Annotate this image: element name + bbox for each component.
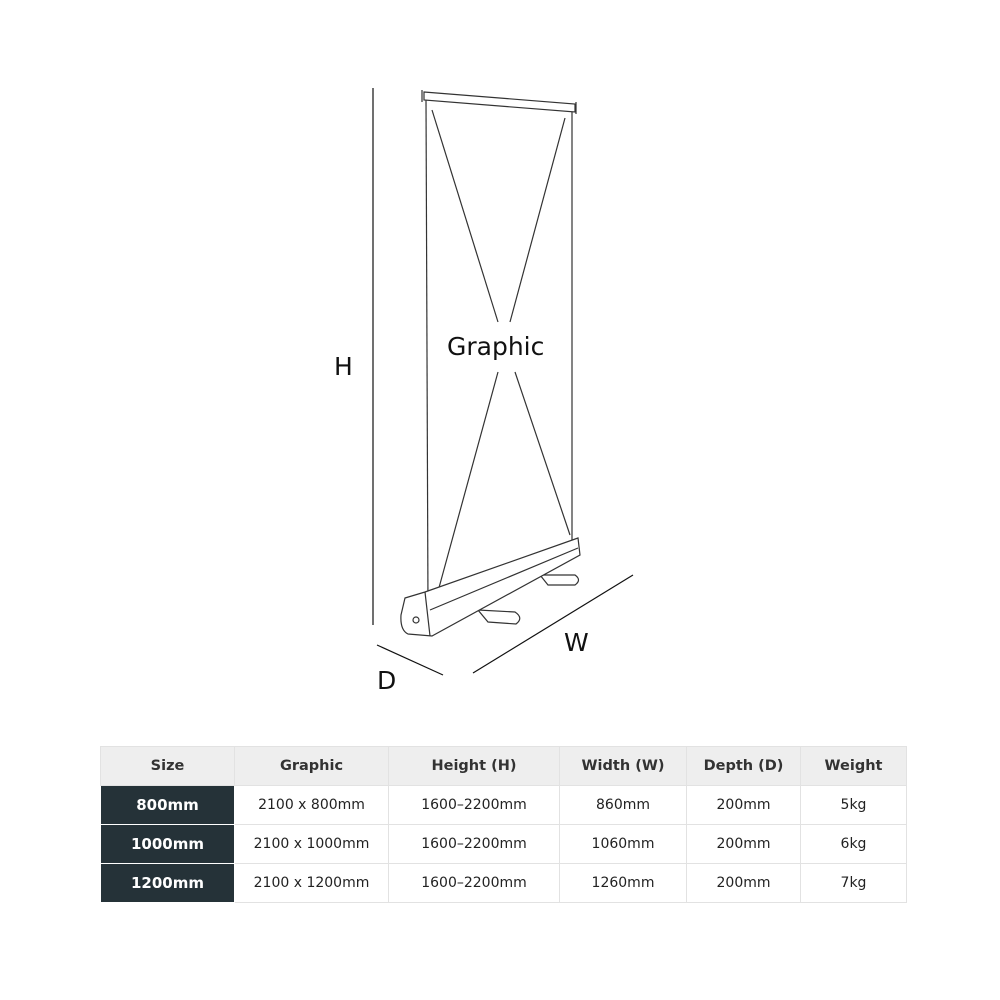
weight-cell: 5kg (800, 785, 907, 825)
width-cell: 1260mm (559, 863, 687, 903)
size-cell: 1200mm (100, 863, 235, 903)
graphic-cell: 2100 x 1200mm (234, 863, 389, 903)
width-label: W (564, 628, 589, 657)
dimension-lines (372, 88, 634, 676)
graphic-cell: 2100 x 800mm (234, 785, 389, 825)
table-header-row: Size Graphic Height (H) Width (W) Depth … (100, 746, 907, 786)
size-cell: 1000mm (100, 824, 235, 864)
table-row: 1000mm 2100 x 1000mm 1600–2200mm 1060mm … (100, 824, 907, 864)
weight-cell: 7kg (800, 863, 907, 903)
depth-cell: 200mm (686, 863, 801, 903)
depth-label: D (377, 666, 397, 695)
header-size: Size (100, 746, 235, 786)
header-height: Height (H) (388, 746, 560, 786)
size-cell: 800mm (100, 785, 235, 825)
banner-stand-illustration (400, 90, 581, 637)
height-cell: 1600–2200mm (388, 785, 560, 825)
header-depth: Depth (D) (686, 746, 801, 786)
width-cell: 1060mm (559, 824, 687, 864)
depth-cell: 200mm (686, 824, 801, 864)
roller-banner-diagram (372, 88, 634, 676)
weight-cell: 6kg (800, 824, 907, 864)
height-cell: 1600–2200mm (388, 863, 560, 903)
depth-dimension-line (376, 644, 444, 676)
table-row: 800mm 2100 x 800mm 1600–2200mm 860mm 200… (100, 785, 907, 825)
table-row: 1200mm 2100 x 1200mm 1600–2200mm 1260mm … (100, 863, 907, 903)
header-width: Width (W) (559, 746, 687, 786)
header-graphic: Graphic (234, 746, 389, 786)
graphic-cell: 2100 x 1000mm (234, 824, 389, 864)
width-dimension-line (472, 574, 634, 674)
height-cell: 1600–2200mm (388, 824, 560, 864)
graphic-label: Graphic (447, 332, 545, 361)
width-cell: 860mm (559, 785, 687, 825)
header-weight: Weight (800, 746, 907, 786)
height-label: H (334, 352, 353, 381)
specifications-table: Size Graphic Height (H) Width (W) Depth … (100, 746, 907, 903)
depth-cell: 200mm (686, 785, 801, 825)
